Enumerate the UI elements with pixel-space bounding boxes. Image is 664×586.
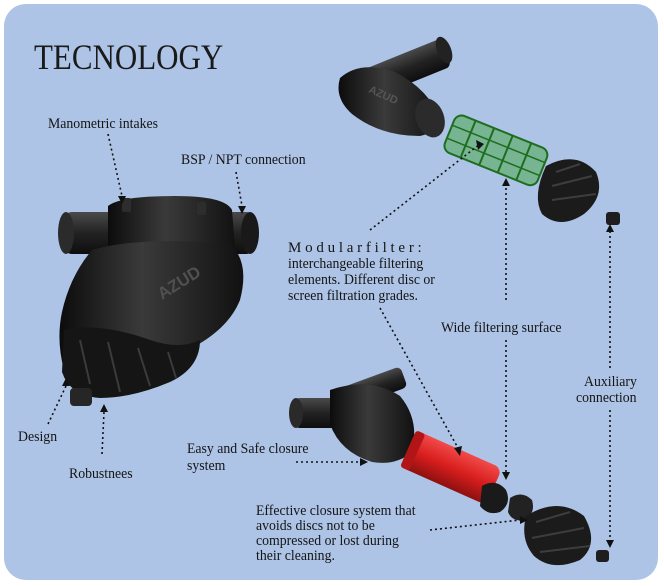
label-modular-filter-line4: screen filtration grades. <box>288 288 418 304</box>
arrow-modular-down <box>379 307 459 449</box>
arrow-manometric <box>107 133 123 197</box>
label-easy-closure-line1: Easy and Safe closure <box>187 441 309 457</box>
main-filter-illustration: AZUD <box>58 196 259 406</box>
arrow-design <box>47 385 67 425</box>
arrow-effective <box>429 519 521 531</box>
label-manometric-intakes: Manometric intakes <box>48 116 158 132</box>
page-title: TECNOLOGY <box>34 37 224 77</box>
label-easy-closure-line2: system <box>187 458 226 474</box>
arrow-modular-up <box>369 143 481 231</box>
label-design: Design <box>18 429 58 445</box>
leader-arrows <box>47 133 611 540</box>
label-robustnees: Robustnees <box>69 466 133 482</box>
label-effective-closure-line4: their cleaning. <box>256 548 335 564</box>
exploded-screen-filter: AZUD <box>338 36 620 225</box>
label-auxiliary-line1: Auxiliary <box>584 374 637 390</box>
label-modular-filter-line3: elements. Different disc or <box>288 272 435 288</box>
arrow-bsp <box>235 171 243 207</box>
label-modular-filter-line2: interchangeable filtering <box>288 256 424 272</box>
label-effective-closure-line2: avoids discs not to be <box>256 518 375 534</box>
label-modular-filter-line1: M o d u l a r f i l t e r : <box>288 240 422 256</box>
arrow-robustnees <box>101 411 105 455</box>
label-effective-closure-line1: Effective closure system that <box>256 503 416 519</box>
arrow-heads <box>62 140 614 548</box>
label-auxiliary-line2: connection <box>576 390 637 406</box>
label-wide-filtering-surface: Wide filtering surface <box>441 320 562 336</box>
label-bsp-npt-connection: BSP / NPT connection <box>181 152 306 168</box>
label-effective-closure-line3: compressed or lost during <box>256 533 399 549</box>
exploded-disc-filter <box>289 367 609 566</box>
